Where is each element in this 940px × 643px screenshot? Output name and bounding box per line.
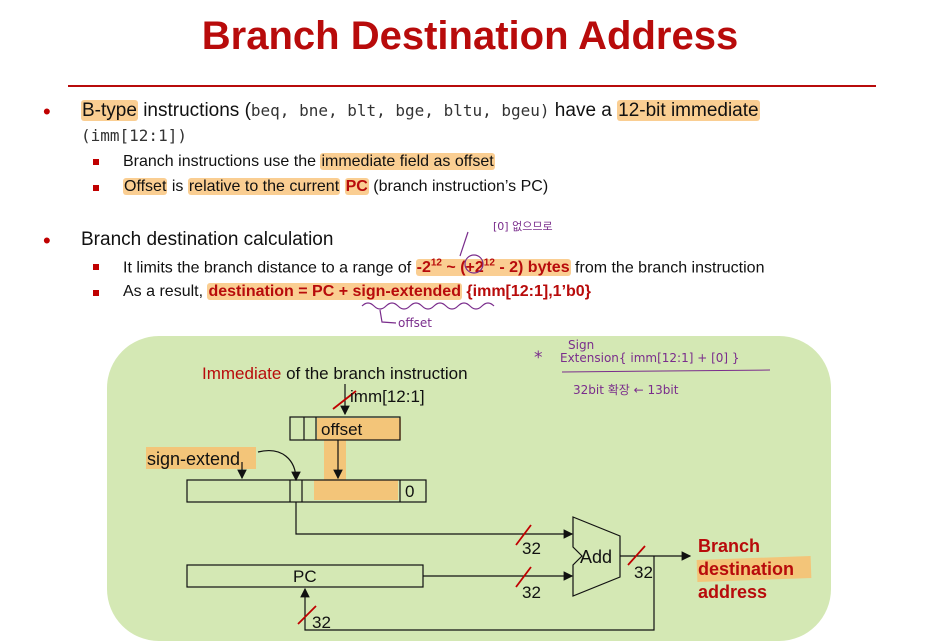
handwritten-32bit-note: 32bit 확장 ← 13bit [573, 383, 679, 397]
offset-highlight [317, 418, 401, 440]
range-expression: -212 ~ (+212 - 2) bytes [415, 258, 571, 277]
pc-label: PC [293, 567, 317, 586]
formula-tail: {imm[12:1],1’b0} [461, 283, 591, 300]
handwritten-offset-note: offset [398, 316, 432, 330]
bullet-btype-line2: (imm[12:1]) [81, 126, 187, 145]
sub-bullet-marker [93, 159, 99, 165]
offset-highlight-target [314, 480, 398, 500]
bus-width-top: 32 [522, 539, 541, 558]
bus-slash [332, 390, 357, 410]
sub-bullet-marker [93, 185, 99, 191]
handwritten-star: * [534, 348, 543, 368]
sub-bullet-formula: As a result, destination = PC + sign-ext… [123, 283, 591, 300]
bus-width-mid: 32 [522, 583, 541, 602]
handwritten-zero-note: [0] 없으므로 [493, 220, 553, 233]
ext-underline [561, 369, 771, 373]
sub-bullet-range: It limits the branch distance to a range… [123, 258, 765, 277]
handwritten-sign-note: Sign [568, 338, 595, 352]
zero-bit-label: 0 [405, 482, 415, 501]
bus-width-bottom: 32 [312, 613, 331, 632]
feedback-wire [300, 556, 655, 631]
sign-extend-highlight [146, 447, 256, 469]
annotation-strokes [361, 231, 495, 324]
pc-highlight: PC [344, 178, 369, 195]
bullet-destination: Branch destination calculation [81, 229, 334, 250]
sub-bullet-marker [93, 264, 99, 270]
title-rule [68, 85, 876, 87]
offset-label: offset [321, 420, 363, 439]
sub-bullet-offset-field: Branch instructions use the immediate fi… [123, 153, 495, 170]
bus-width-out: 32 [634, 563, 653, 582]
destination-formula: destination = PC + sign-extended [207, 283, 462, 300]
extended-box [186, 479, 427, 503]
mnemonic-list: beq, bne, blt, bge, bltu, bgeu) [250, 101, 550, 120]
bullet-marker: • [43, 99, 51, 124]
branch-destination-label: Branch destination address [698, 536, 795, 602]
sub-bullet-marker [93, 290, 99, 296]
imm-field-label: imm[12:1] [350, 387, 425, 406]
bullet-marker: • [43, 228, 51, 253]
extended-to-add-wire [295, 502, 574, 539]
bullet-btype: B-type instructions (beq, bne, blt, bge,… [81, 100, 760, 121]
highlight-12bit: 12-bit immediate [617, 100, 760, 121]
diagram-panel [107, 336, 831, 641]
offset-field-box [289, 416, 401, 441]
sub-bullet-relative-pc: Offset is relative to the current PC (br… [123, 178, 549, 195]
highlight-immediate-field: immediate field as offset [320, 153, 495, 170]
page-title: Branch Destination Address [201, 14, 739, 58]
diagram-caption: Immediate of the branch instruction [202, 364, 468, 383]
highlight-btype: B-type [81, 100, 138, 121]
sign-extend-curve [257, 450, 301, 482]
add-label: Add [580, 547, 613, 567]
handwritten-extension-note: Extension{ imm[12:1] + [0] } [560, 351, 740, 365]
adder-shape [572, 516, 621, 597]
sign-extend-label: sign-extend [147, 449, 241, 469]
